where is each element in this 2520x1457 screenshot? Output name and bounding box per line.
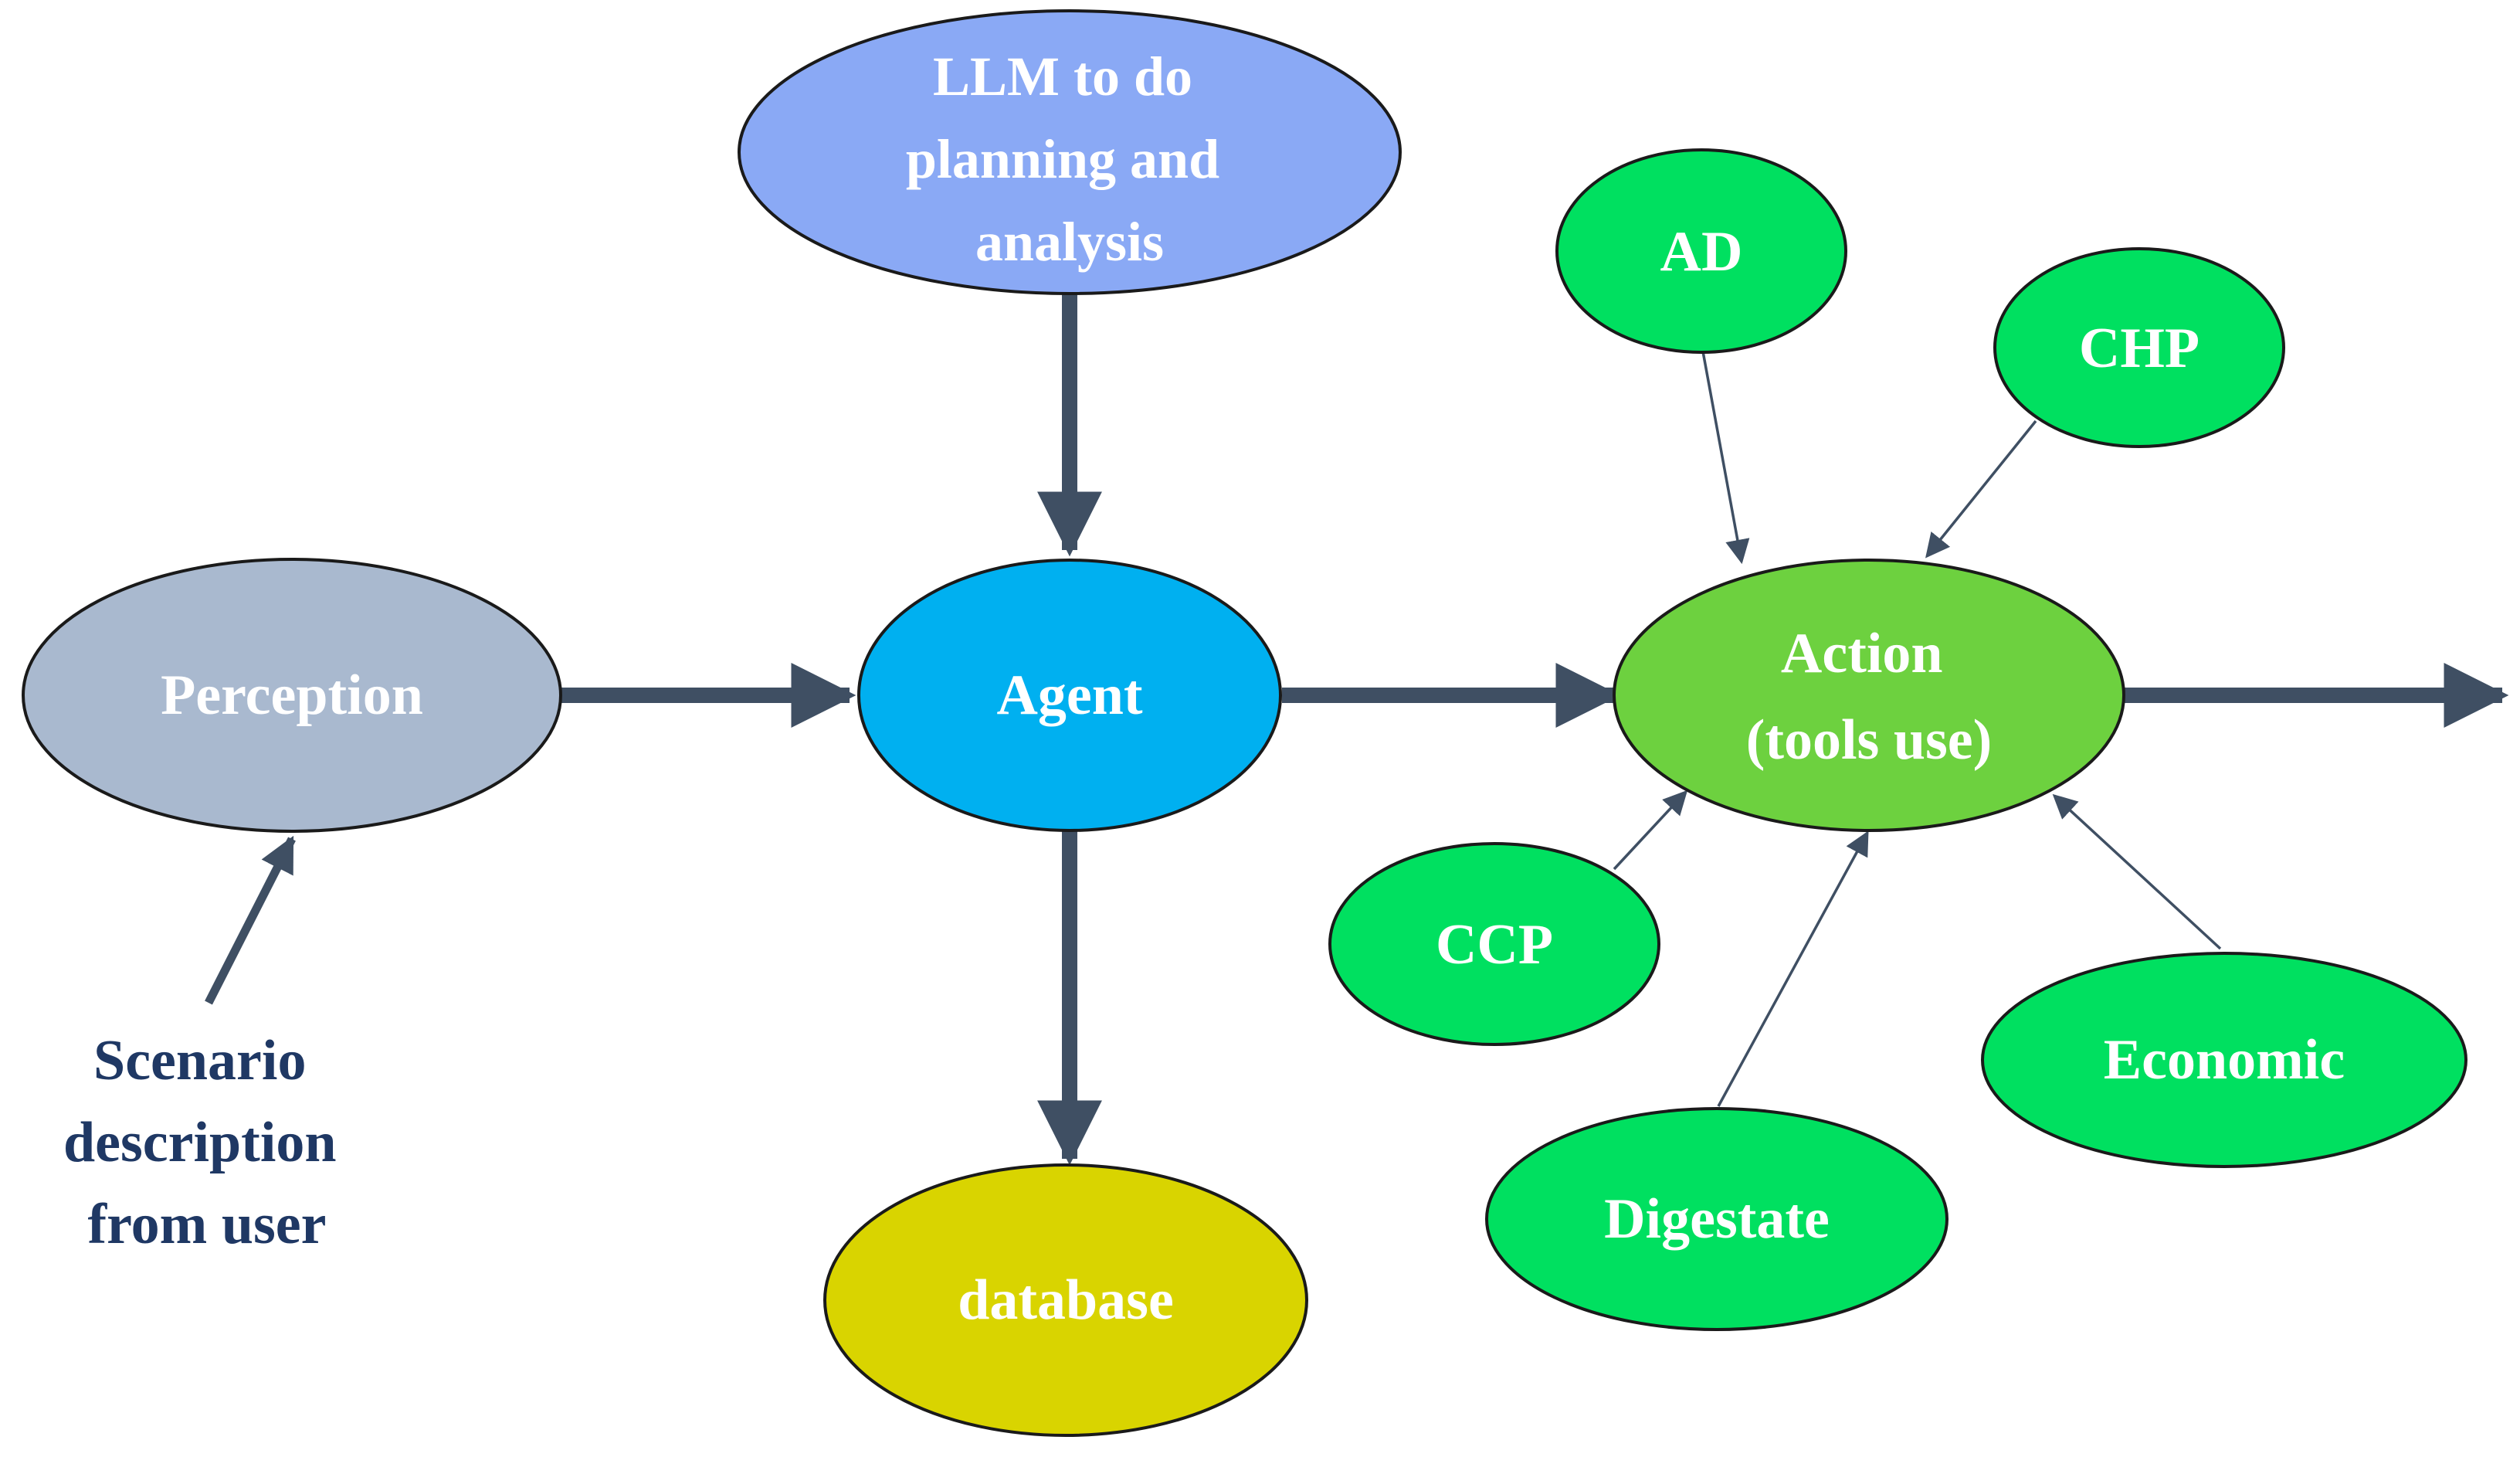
svg-text:AD: AD	[1660, 220, 1743, 284]
arrow-chp-to-action	[1925, 419, 2037, 559]
svg-text:LLM to do planning and: LLM to do planning and analysis	[906, 46, 1233, 273]
chp-node: CHP	[1993, 247, 2285, 448]
user-input-line-1: Scenario	[93, 1029, 306, 1092]
arrow-economic-to-action	[2052, 793, 2222, 950]
agent-label: Agent	[996, 664, 1142, 727]
main-flow-arrows	[560, 294, 2509, 1166]
tool-arrows	[1613, 351, 2222, 1107]
ccp-label: CCP	[1436, 913, 1553, 976]
economic-node: Economic	[1981, 952, 2467, 1168]
ad-node: AD	[1555, 148, 1847, 354]
arrow-user-to-perception	[205, 835, 296, 1005]
database-node: database	[823, 1163, 1308, 1437]
arrow-ad-to-action	[1701, 351, 1750, 565]
ad-ellipse	[1555, 148, 1847, 354]
llm-label-line-2: planning and	[906, 128, 1219, 190]
economic-label: Economic	[2104, 1028, 2345, 1092]
svg-text:Economic: Economic	[2104, 1028, 2345, 1092]
ccp-ellipse	[1328, 842, 1660, 1046]
chp-ellipse	[1993, 247, 2285, 448]
agent-ellipse	[857, 559, 1282, 832]
llm-ellipse	[738, 9, 1402, 295]
action-ellipse	[1613, 559, 2125, 832]
digestate-node: Digestate	[1485, 1107, 1949, 1331]
ad-label: AD	[1660, 220, 1743, 284]
llm-node: LLM to do planning and analysis	[738, 9, 1402, 295]
ccp-node: CCP	[1328, 842, 1660, 1046]
svg-text:database: database	[958, 1269, 1174, 1332]
perception-node: Perception	[22, 558, 562, 833]
action-label-line-2: (tools use)	[1746, 708, 1993, 772]
perception-ellipse	[22, 558, 562, 833]
llm-label-line-3: analysis	[975, 211, 1164, 273]
svg-text:Digestate: Digestate	[1604, 1187, 1830, 1251]
svg-text:CCP: CCP	[1436, 913, 1553, 976]
action-node: Action (tools use)	[1613, 559, 2125, 832]
chp-label: CHP	[2079, 317, 2199, 380]
arrow-ccp-to-action	[1613, 790, 1688, 871]
action-label-line-1: Action	[1781, 622, 1943, 685]
svg-text:Action (tools use): Action (tools use)	[1746, 622, 1993, 772]
svg-text:Agent: Agent	[996, 664, 1142, 727]
user-input-line-3: from user	[88, 1193, 327, 1256]
llm-label-line-1: LLM to do	[933, 46, 1192, 107]
digestate-label: Digestate	[1604, 1187, 1830, 1251]
svg-text:CHP: CHP	[2079, 317, 2199, 380]
arrow-digestate-to-action	[1717, 830, 1869, 1107]
economic-ellipse	[1981, 952, 2467, 1168]
perception-label: Perception	[161, 664, 423, 727]
user-input-line-2: description	[63, 1111, 337, 1174]
database-label: database	[958, 1269, 1174, 1332]
svg-text:Perception: Perception	[161, 664, 423, 727]
digestate-ellipse	[1485, 1107, 1949, 1331]
database-ellipse	[823, 1163, 1308, 1437]
agent-node: Agent	[857, 559, 1282, 832]
user-input-text: Scenario description from user	[63, 1029, 351, 1256]
